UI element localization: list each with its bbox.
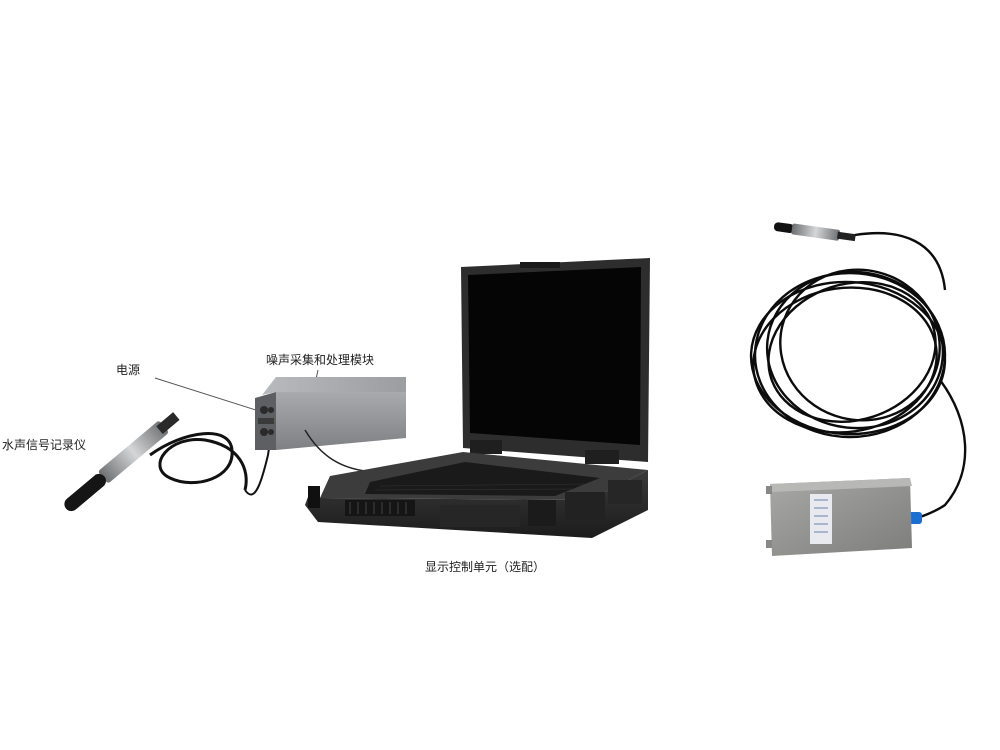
power-label: 电源 (116, 363, 141, 377)
right-acquisition-box (766, 478, 912, 556)
hydrophone-recorder-label: 水声信号记录仪 (2, 438, 87, 452)
rugged-laptop (305, 258, 650, 538)
acquisition-module-label: 噪声采集和处理模块 (266, 353, 375, 367)
display-control-unit-label: 显示控制单元（选配） (425, 560, 546, 574)
right-hydrophone (749, 222, 967, 524)
acquisition-module (255, 377, 406, 473)
left-hydrophone (64, 409, 271, 512)
